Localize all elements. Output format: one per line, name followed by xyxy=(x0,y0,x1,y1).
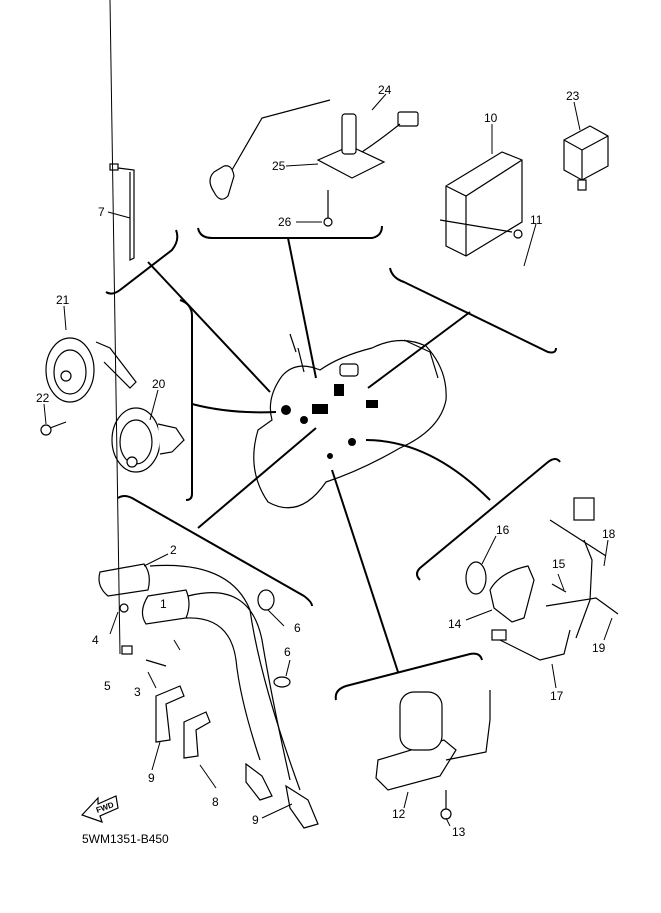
callout-16: 16 xyxy=(496,523,510,537)
callout-9a: 9 xyxy=(148,771,155,785)
clamps-6 xyxy=(257,589,291,688)
callout-6b: 6 xyxy=(284,645,291,659)
cdi-unit xyxy=(439,151,523,257)
callout-26: 26 xyxy=(278,215,292,229)
callout-21: 21 xyxy=(56,293,70,307)
callout-20: 20 xyxy=(152,377,166,391)
neutral-switch xyxy=(465,497,619,661)
callout-leaders xyxy=(43,0,613,827)
callout-18: 18 xyxy=(602,527,616,541)
bracket-7 xyxy=(105,229,179,295)
callout-2: 2 xyxy=(170,543,177,557)
group-brackets xyxy=(105,225,561,701)
callout-25: 25 xyxy=(272,159,286,173)
bracket-horns xyxy=(179,299,193,501)
callout-14: 14 xyxy=(448,617,462,631)
plug-caps xyxy=(155,685,319,829)
horn-21 xyxy=(45,337,137,403)
callout-1: 1 xyxy=(160,597,167,611)
callout-4: 4 xyxy=(92,633,99,647)
fwd-arrow-icon xyxy=(80,795,119,823)
callout-23: 23 xyxy=(566,89,580,103)
callout-24: 24 xyxy=(378,83,392,97)
fuel-sender-unit xyxy=(209,99,419,227)
ignition-coils xyxy=(98,563,301,791)
bracket-neutral xyxy=(416,458,561,581)
callout-11: 11 xyxy=(530,213,543,227)
bracket-starter xyxy=(334,652,483,701)
relay xyxy=(563,125,609,191)
bolt-22 xyxy=(40,421,67,436)
callout-19: 19 xyxy=(592,641,606,655)
horn-20 xyxy=(111,407,185,473)
starter-solenoid xyxy=(375,690,491,820)
callout-3: 3 xyxy=(134,685,141,699)
callout-10: 10 xyxy=(484,111,498,125)
callout-22: 22 xyxy=(36,391,50,405)
callout-17: 17 xyxy=(550,689,564,703)
callout-6a: 6 xyxy=(294,621,301,635)
frame-mount-points xyxy=(281,384,378,459)
callout-8: 8 xyxy=(212,795,219,809)
frame-silhouette xyxy=(253,333,447,509)
bracket-fuel-sender xyxy=(197,225,383,239)
bracket-cdi xyxy=(389,267,557,354)
reference-code: 5WM1351-B450 xyxy=(82,832,169,846)
callout-9b: 9 xyxy=(252,813,259,827)
lead-wire-7 xyxy=(109,163,135,261)
leader-lines xyxy=(147,237,491,673)
callout-7: 7 xyxy=(98,205,105,219)
callout-13: 13 xyxy=(452,825,466,839)
bracket-coils xyxy=(117,495,313,607)
callout-5: 5 xyxy=(104,679,111,693)
callout-15: 15 xyxy=(552,557,566,571)
callout-12: 12 xyxy=(392,807,406,821)
